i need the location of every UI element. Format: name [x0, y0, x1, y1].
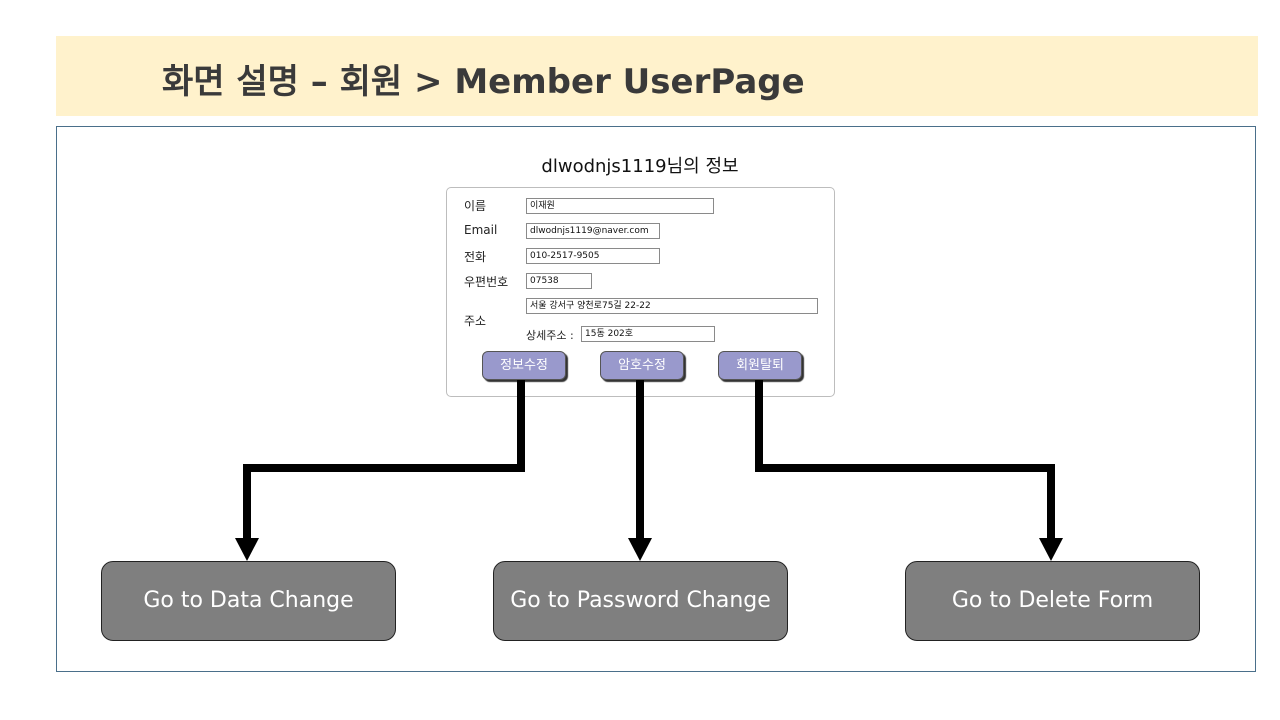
phone-label: 전화 — [464, 250, 487, 264]
zipcode-field[interactable]: 07538 — [526, 273, 592, 289]
change-password-button[interactable]: 암호수정 — [600, 351, 684, 380]
email-label: Email — [464, 223, 498, 237]
password-change-target[interactable]: Go to Password Change — [493, 561, 788, 641]
zipcode-label: 우편번호 — [464, 275, 509, 289]
detail-address-label: 상세주소 : — [526, 329, 574, 342]
title-banner: 화면 설명 – 회원 > Member UserPage — [56, 36, 1258, 116]
name-field[interactable]: 이재원 — [526, 198, 714, 214]
arrow-to-delete-form — [755, 380, 1063, 561]
name-label: 이름 — [464, 199, 487, 213]
delete-form-target[interactable]: Go to Delete Form — [905, 561, 1200, 641]
arrow-to-data-change — [235, 380, 525, 561]
withdraw-button[interactable]: 회원탈퇴 — [718, 351, 802, 380]
detail-address-field[interactable]: 15동 202호 — [581, 326, 715, 342]
data-change-target[interactable]: Go to Data Change — [101, 561, 396, 641]
page-heading: dlwodnjs1119님의 정보 — [541, 156, 739, 177]
edit-info-button[interactable]: 정보수정 — [482, 351, 566, 380]
member-info-card: 이름 이재원 Email dlwodnjs1119@naver.com 전화 0… — [446, 187, 835, 397]
arrow-to-password-change — [628, 380, 652, 561]
address-field[interactable]: 서울 강서구 양천로75길 22-22 — [526, 298, 818, 314]
content-frame — [56, 126, 1256, 672]
slide-title: 화면 설명 – 회원 > Member UserPage — [162, 62, 805, 102]
address-label: 주소 — [464, 314, 487, 328]
phone-field[interactable]: 010-2517-9505 — [526, 248, 660, 264]
email-field[interactable]: dlwodnjs1119@naver.com — [526, 223, 660, 239]
